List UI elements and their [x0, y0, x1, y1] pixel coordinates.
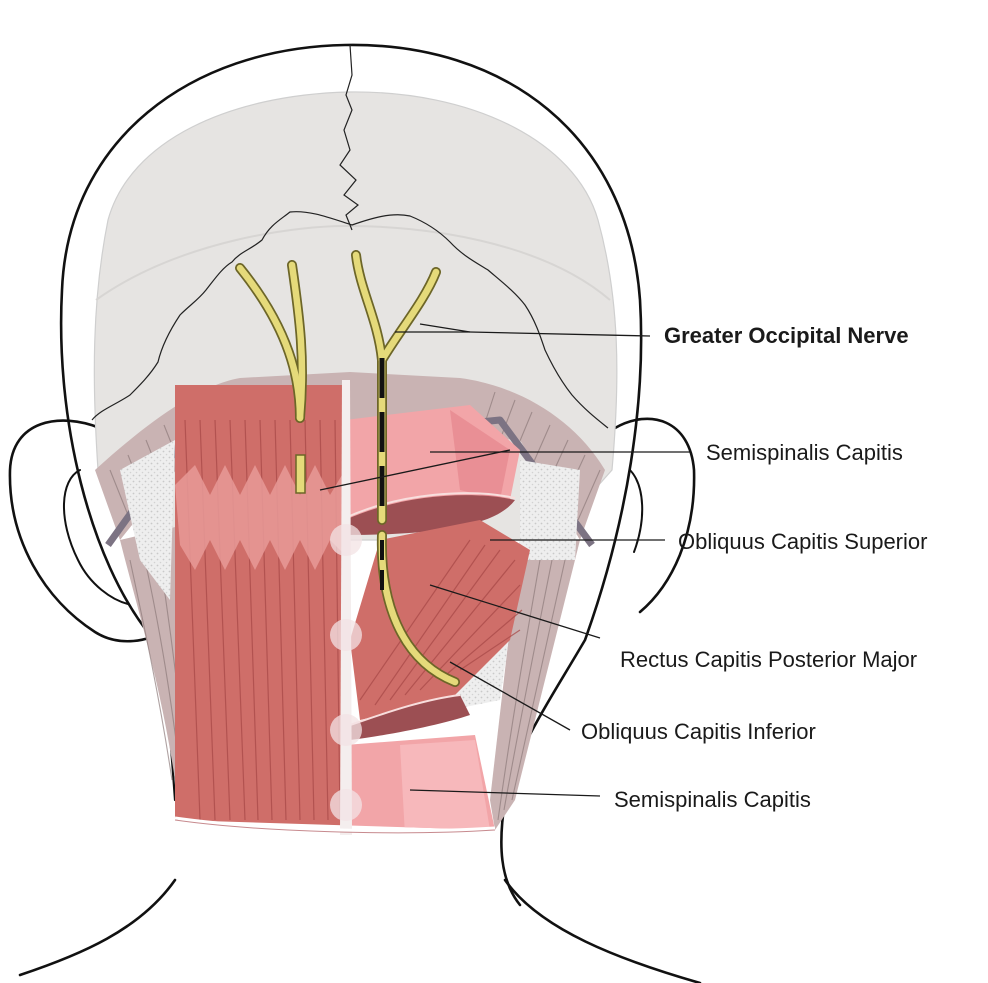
right-ear [615, 419, 694, 612]
label-semispinalis-capitis-upper: Semispinalis Capitis [706, 440, 903, 465]
ligamentum-nuchae [340, 380, 352, 835]
label-obliquus-capitis-superior: Obliquus Capitis Superior [678, 529, 927, 554]
label-semispinalis-capitis-lower: Semispinalis Capitis [614, 787, 811, 812]
shoulder-left [20, 880, 175, 975]
shoulder-right [505, 880, 700, 983]
label-rectus-capitis-posterior-major: Rectus Capitis Posterior Major [620, 647, 917, 672]
connective-tissue-right [520, 460, 580, 560]
label-greater-occipital-nerve: Greater Occipital Nerve [664, 323, 909, 348]
label-obliquus-capitis-inferior: Obliquus Capitis Inferior [581, 719, 816, 744]
semispinalis-left [175, 385, 345, 830]
